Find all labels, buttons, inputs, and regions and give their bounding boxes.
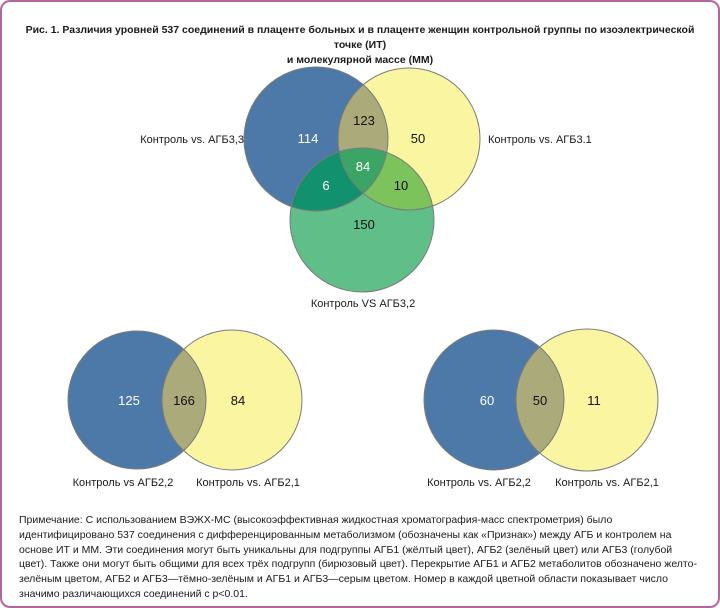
venn2r-label-a: Контроль vs. АГБ2,2 <box>427 477 531 489</box>
venn3-label-a: Контроль vs. АГБ3,3 <box>140 134 244 146</box>
venn2r-count-b: 11 <box>587 393 601 408</box>
venn3-set-b-outline <box>337 67 481 211</box>
venn2l-count-a: 125 <box>118 393 140 408</box>
venn2l-count-b: 84 <box>231 393 245 408</box>
venn2l-label-b: Контроль vs. АГБ2,1 <box>196 477 300 489</box>
venn3-label-c: Контроль VS АГБ3,2 <box>311 298 415 310</box>
venn3-bc-overlap <box>338 148 434 210</box>
venn2-left-chart: 125 166 84 Контроль vs АГБ2,2 Контроль v… <box>67 329 303 489</box>
venn2l-set-a-outline <box>67 330 207 470</box>
venn3-count-c: 150 <box>353 217 375 232</box>
note-text: Примечание: С использованием ВЭЖХ-МС (вы… <box>19 514 697 600</box>
venn2l-count-ab: 166 <box>173 393 195 408</box>
venn3-set-c-outline <box>289 147 435 293</box>
venn3-count-b: 50 <box>411 131 425 146</box>
venn3-set-a-outline <box>243 66 389 212</box>
venn3-label-b: Контроль vs. АГБ3.1 <box>488 134 592 146</box>
venn2r-set-a-outline <box>423 329 565 471</box>
venn3-count-bc: 10 <box>394 178 408 193</box>
venn3-count-abc: 84 <box>356 159 370 174</box>
venn2r-ab-overlap <box>516 330 564 470</box>
venn3-count-ab: 123 <box>353 113 375 128</box>
venn3-count-a: 114 <box>298 131 319 146</box>
venn2-right-chart: 60 50 11 Контроль vs. АГБ2,2 Контроль vs… <box>423 328 659 489</box>
venn2r-set-b-outline <box>515 328 659 472</box>
venn2l-label-a: Контроль vs АГБ2,2 <box>73 477 174 489</box>
venn2r-count-a: 60 <box>480 393 494 408</box>
venn2l-set-b-outline <box>161 329 303 471</box>
venn2r-label-b: Контроль vs. АГБ2,1 <box>555 477 659 489</box>
venn3-ac-overlap <box>290 148 388 211</box>
venn3-chart: 114 123 50 84 6 10 150 Контроль vs. АГБ3… <box>140 66 592 310</box>
figure-caption: Рис. 1. Различия уровней 537 соединений … <box>25 24 695 66</box>
venn3-count-ac: 6 <box>322 178 329 193</box>
venn2r-count-ab: 50 <box>533 393 547 408</box>
